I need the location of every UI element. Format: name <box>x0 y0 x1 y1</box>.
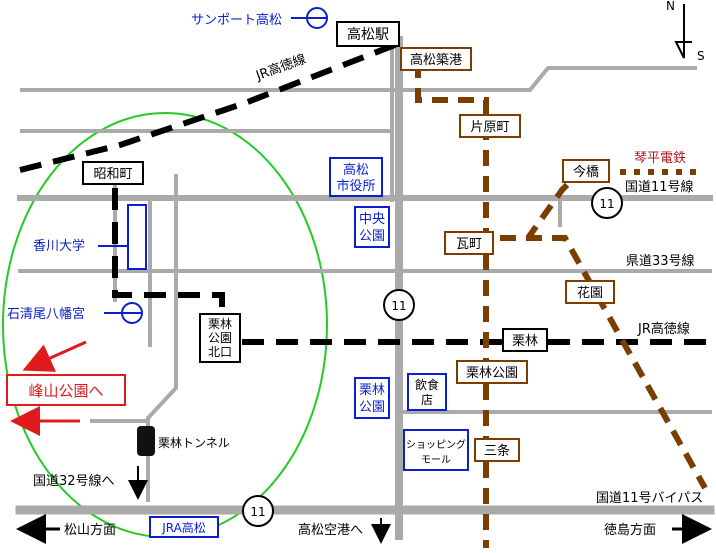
kotoden-station-kawaramachi: 瓦町 <box>444 231 494 255</box>
sunport-label: サンポート高松 <box>191 12 282 28</box>
mall-label-2: モール <box>421 455 451 466</box>
restaurant-label-1: 飲食 <box>415 377 439 392</box>
shopping-mall: ショッピング モール <box>403 429 469 471</box>
jra-takamatsu: JRA高松 <box>149 516 219 538</box>
kotoden-station-sanjo: 三条 <box>474 438 520 462</box>
ritsurin-kitaguchi-label-2: 公園 <box>208 331 232 345</box>
sanjo-label: 三条 <box>484 443 510 459</box>
ritsurin-park-label-2: 公園 <box>359 400 385 415</box>
road-tunnel-ns <box>146 174 178 502</box>
kotoden-nagao-branch <box>500 235 708 490</box>
imabashi-label: 今橋 <box>573 164 599 180</box>
kotoden-station-chikko: 高松築港 <box>400 47 472 71</box>
ritsurin-jr-label: 栗林 <box>512 334 538 349</box>
jr-station-ritsurin: 栗林 <box>502 328 548 352</box>
ritsurin-park: 栗林 公園 <box>354 377 390 419</box>
ritsurin-kitaguchi-label-1: 栗林 <box>208 317 232 331</box>
kawaramachi-label: 瓦町 <box>456 237 482 252</box>
restaurant: 飲食 店 <box>407 373 447 411</box>
route11-marker-south: 11 <box>242 495 274 527</box>
mineyama-label: 峰山公園へ <box>28 382 103 400</box>
jr-line-showa <box>112 188 225 318</box>
ritsurin-park-label-1: 栗林 <box>359 383 385 398</box>
compass-arrow-icon <box>674 4 692 59</box>
matsuyama-label: 松山方面 <box>64 522 116 538</box>
airport-label: 高松空港へ <box>298 522 363 538</box>
kataharamachi-label: 片原町 <box>470 120 509 135</box>
kotoden-station-imabashi: 今橋 <box>562 159 610 183</box>
jr-kotoku-label-east: JR高徳線 <box>637 321 690 337</box>
showacho-label: 昭和町 <box>93 167 132 182</box>
route11-marker-center: 11 <box>383 289 415 321</box>
chuo-park: 中央 公園 <box>354 206 390 248</box>
compass-south: S <box>697 49 705 63</box>
jr-kotoku-line <box>19 42 712 345</box>
mineyama-arrow-upper <box>22 340 87 372</box>
jr-station-ritsurin-kitaguchi: 栗林 公園 北口 <box>199 313 241 363</box>
chuo-park-label-2: 公園 <box>359 229 385 244</box>
iwaseo-shrine-label: 石清尾八幡宮 <box>7 306 85 322</box>
compass: N S <box>666 0 705 63</box>
chikko-label: 高松築港 <box>410 52 462 68</box>
route11-marker-east: 11 <box>591 187 623 219</box>
jr-kotoku-label-north: JR高徳線 <box>253 51 308 84</box>
route32-label: 国道32号線へ <box>33 473 115 489</box>
ritsurin-kitaguchi-label-3: 北口 <box>208 345 232 359</box>
jr-station-showacho: 昭和町 <box>82 161 144 185</box>
compass-north: N <box>666 0 675 13</box>
kotoden-station-ritsurin-koen: 栗林公園 <box>456 360 528 384</box>
kotoden-station-hanazono: 花園 <box>565 280 615 304</box>
ritsurin-koen-label: 栗林公園 <box>466 366 518 381</box>
jra-label: JRA高松 <box>161 520 206 535</box>
jr-line-north <box>19 42 397 173</box>
takamatsu-station-label: 高松駅 <box>347 26 389 43</box>
city-hall-label-1: 高松 <box>343 162 369 178</box>
bypass11-label: 国道11号バイパス <box>596 491 703 506</box>
hanazono-label: 花園 <box>577 285 603 301</box>
kotoden-station-kataharamachi: 片原町 <box>459 114 521 138</box>
sunport-marker-icon <box>306 7 328 29</box>
restaurant-label-2: 店 <box>421 393 433 407</box>
pref33-label: 県道33号線 <box>626 253 695 269</box>
tunnel-label: 栗林トンネル <box>158 436 230 450</box>
mineyama-park-box: 峰山公園へ <box>6 374 126 406</box>
chuo-park-label-1: 中央 <box>359 212 385 227</box>
kagawa-univ-building <box>127 204 147 270</box>
city-hall-label-2: 市役所 <box>336 178 375 194</box>
shrine-marker-icon <box>121 302 143 324</box>
route11-marker-south-label: 11 <box>250 505 265 519</box>
route11-label: 国道11号線 <box>625 179 694 195</box>
tokushima-label: 徳島方面 <box>604 522 656 538</box>
mall-label-1: ショッピング <box>406 438 466 451</box>
route11-marker-center-label: 11 <box>391 299 406 313</box>
kotoden-line <box>415 62 708 548</box>
kagawa-univ-label: 香川大学 <box>33 238 85 254</box>
kotoden-line-label: 琴平電鉄 <box>634 151 686 166</box>
jr-station-takamatsu: 高松駅 <box>336 21 400 47</box>
road-north <box>20 66 697 92</box>
route11-marker-east-label: 11 <box>599 197 614 211</box>
city-hall: 高松 市役所 <box>329 157 383 197</box>
tunnel-icon <box>137 426 155 456</box>
